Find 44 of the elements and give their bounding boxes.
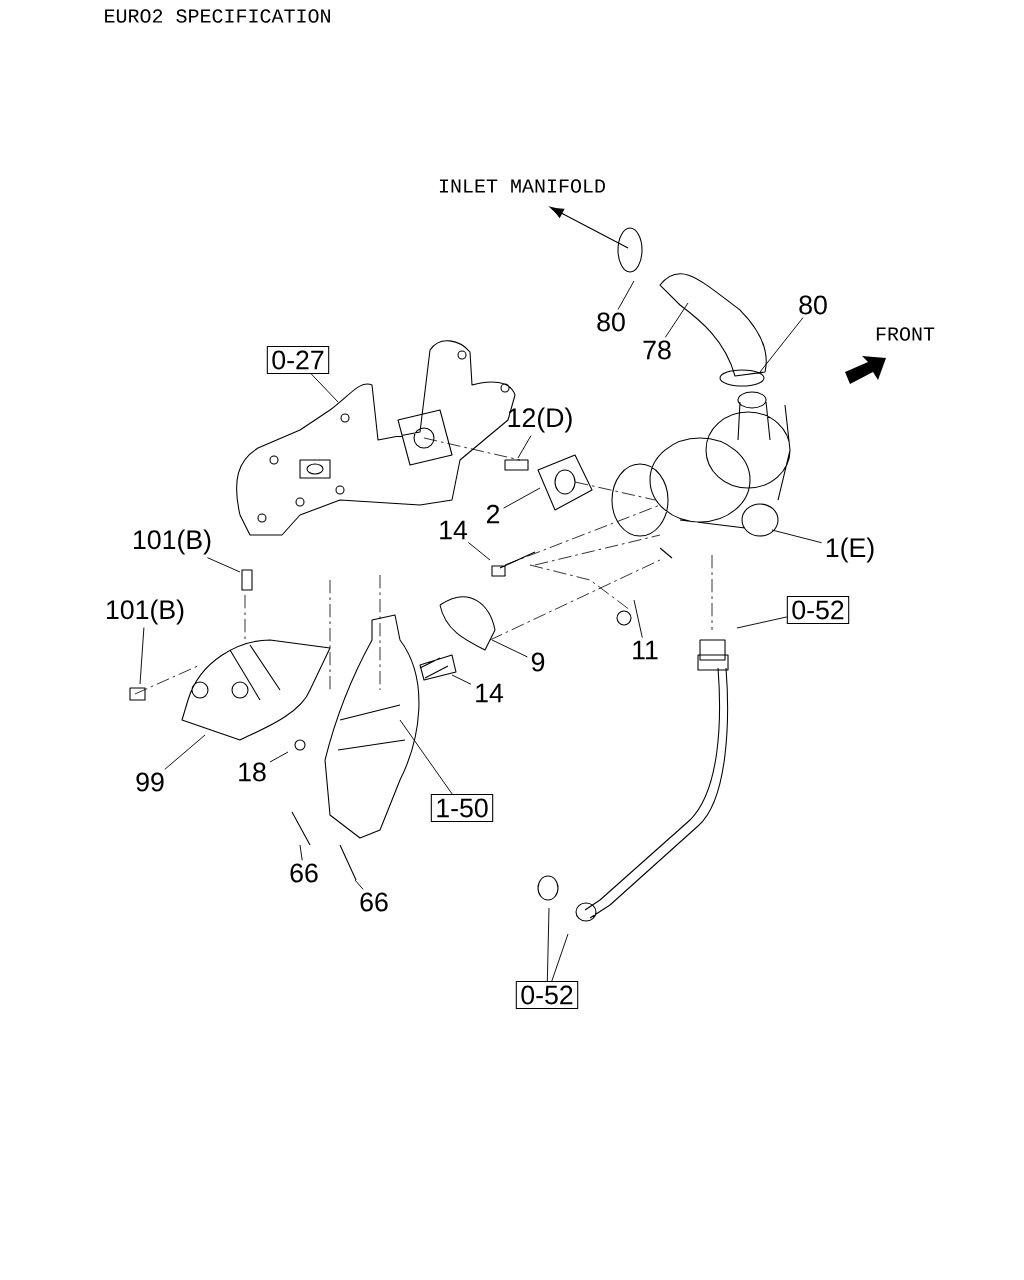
leader-line [503,487,541,509]
leader-line [299,844,303,861]
callout-number: 101(B) [134,529,211,555]
leader-line [736,616,788,629]
leader-line [310,373,339,403]
title: EURO2 SPECIFICATION [105,9,330,23]
leader-line [491,639,528,658]
callout-number: 1(E) [826,537,874,563]
callout-number: 2 [486,504,500,524]
callout-number: 14 [440,520,468,540]
leader-line [546,907,550,982]
leader-line [664,302,689,338]
leader-line [164,734,206,770]
callout-number: 66 [360,892,388,912]
leader-line [633,599,643,639]
reference-box: 0-27 [266,346,330,374]
callout-number: 80 [597,312,625,332]
callout-number: 78 [643,340,671,360]
reference-box: 1-50 [430,794,494,822]
leader-line [206,557,241,573]
callout-number: 66 [290,863,318,883]
reference-box: 0-52 [515,981,579,1009]
leader-line [467,541,491,561]
leader-line [354,879,364,890]
leader-line [139,627,145,685]
leader-line [771,529,823,544]
callout-number: 14 [476,683,504,703]
callout-number: 80 [799,295,827,315]
leader-line [451,674,472,685]
callout-number: 101(B) [107,599,184,625]
callout-number: 12(D) [508,407,572,433]
callout-number: 18 [239,762,266,782]
callout-number: 99 [136,772,164,792]
leader-line [617,280,635,310]
leader-line [269,751,289,763]
leader-line [399,719,453,795]
leader-line [759,317,804,373]
callout-number: 11 [633,640,658,660]
callout-number: 9 [531,652,545,672]
reference-box: 0-52 [786,596,850,624]
leader-line [517,435,532,459]
direction-label: INLET MANIFOLD [439,179,605,193]
direction-label: FRONT [876,327,935,341]
leader-line [551,933,569,982]
